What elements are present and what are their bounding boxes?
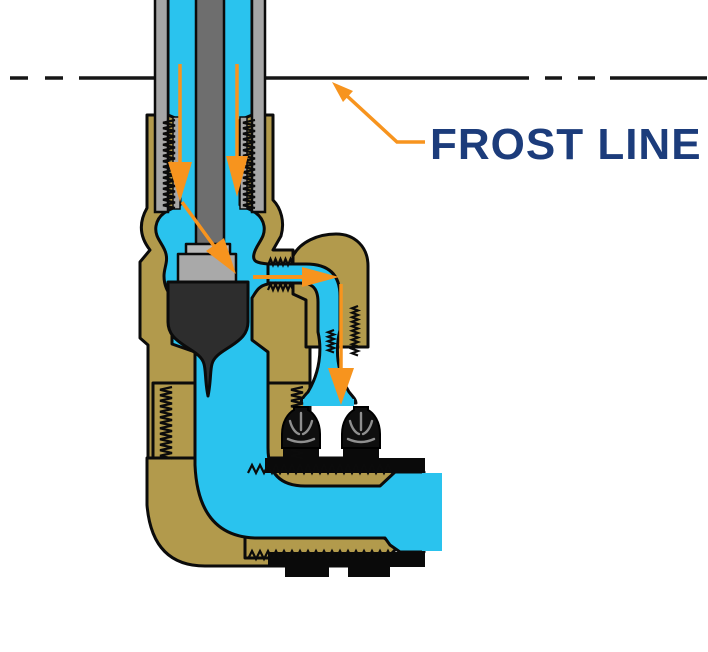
outlet-serration-bottom (266, 281, 295, 293)
leader-line (344, 93, 425, 144)
frost-line-callout: FROST LINE (332, 82, 702, 169)
flow-arrow-diagonal-head (206, 238, 236, 274)
barb-serration-top (247, 462, 393, 476)
hose-clamp-2 (340, 405, 382, 450)
spout-leg-thread-left (324, 328, 338, 354)
operating-rod (194, 0, 226, 250)
flow-arrow-right-head (226, 156, 248, 197)
leader-arrowhead-icon (332, 82, 353, 102)
coupling-thread-right (242, 118, 256, 210)
threads (159, 118, 393, 562)
valve-plunger (166, 242, 250, 398)
outlet-serration-top (266, 256, 295, 268)
pipe-wall-right (250, 0, 267, 214)
plunger-cap (176, 252, 238, 285)
flow-arrows (168, 64, 354, 405)
flow-arrow-diagonal-shaft (180, 200, 216, 248)
elbow-thread-left (159, 385, 173, 460)
flow-arrow-left-head (168, 162, 192, 202)
frost-line-label: FROST LINE (430, 120, 702, 169)
flow-arrow-spout-head (328, 368, 354, 405)
barb-serration-bottom (247, 548, 393, 562)
spout-leg-thread-right (348, 304, 362, 357)
clamp-band-bottom-1 (285, 565, 329, 577)
flow-arrow-outlet-head (302, 267, 339, 287)
pipe-wall-left (153, 0, 170, 214)
valve-seal (166, 280, 250, 398)
water-pipe-end (422, 473, 442, 551)
clamp-band-bottom-2 (348, 565, 390, 577)
stream-open-end (303, 399, 354, 406)
